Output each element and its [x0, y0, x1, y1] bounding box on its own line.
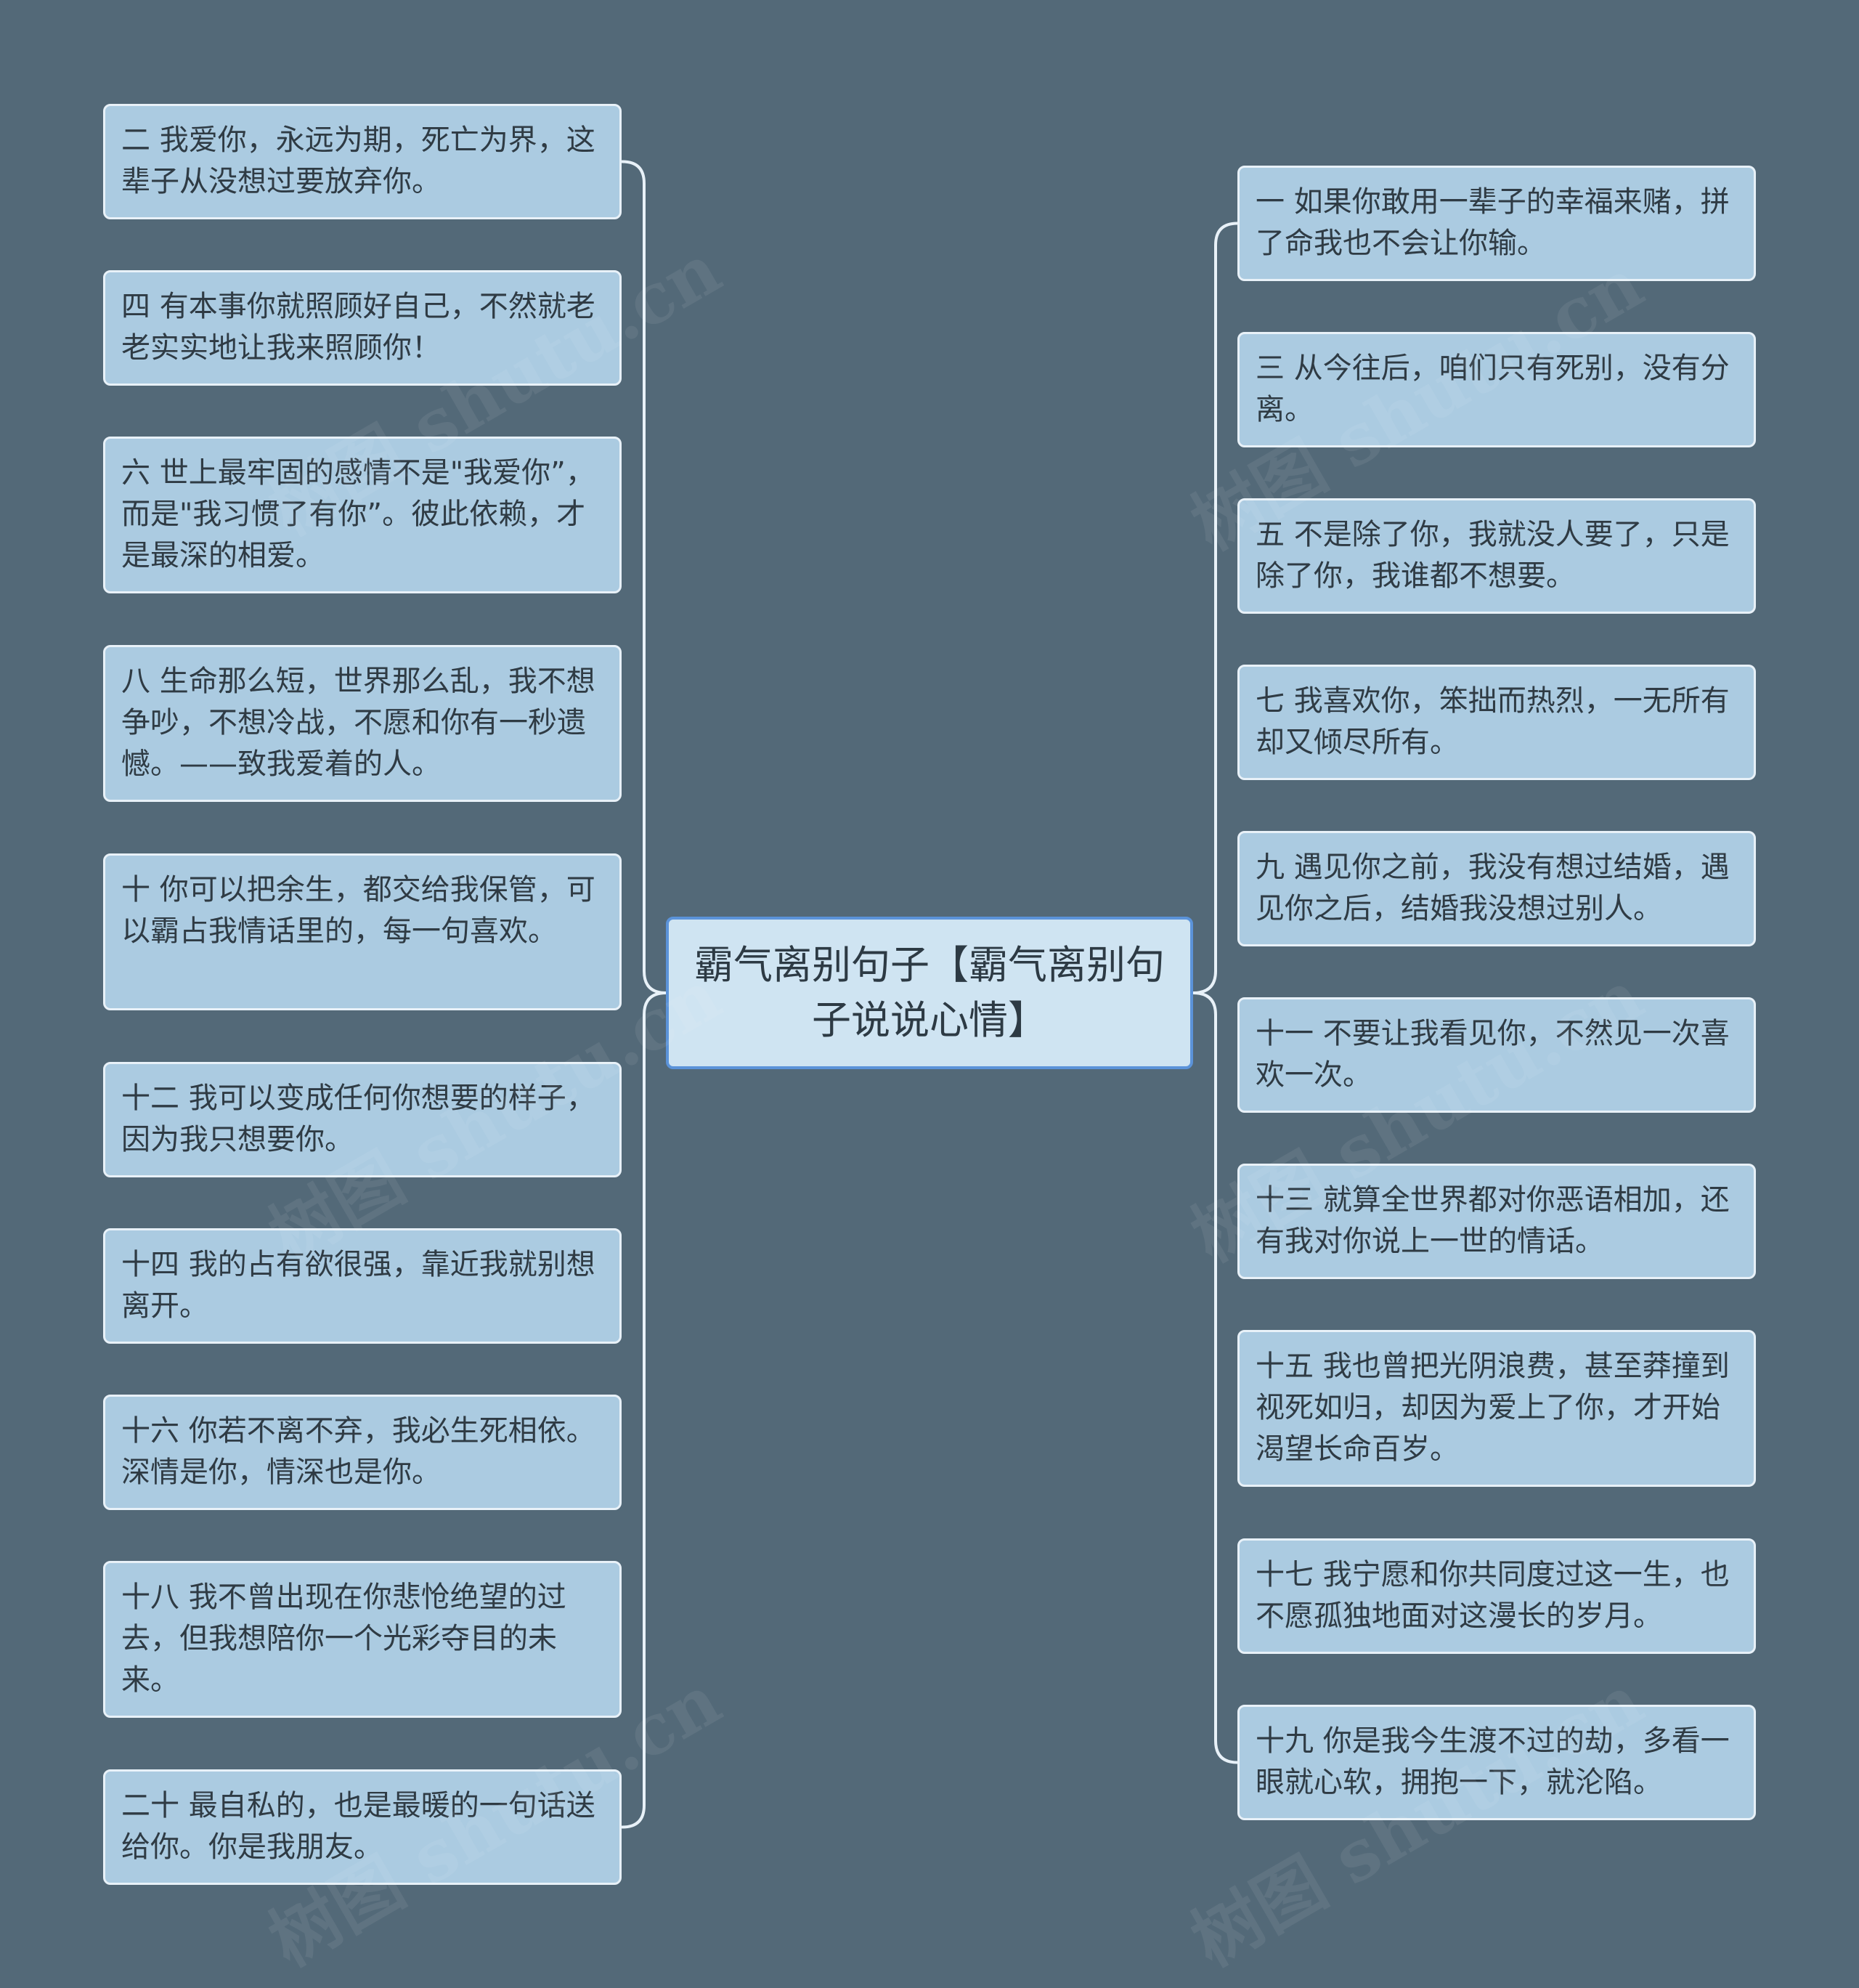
right-branch-label: 十九 你是我今生渡不过的劫，多看一眼就心软，拥抱一下，就沦陷。	[1256, 1724, 1730, 1799]
right-branch-label: 十七 我宁愿和你共同度过这一生，也不愿孤独地面对这漫长的岁月。	[1256, 1558, 1730, 1633]
left-branch-node[interactable]: 十六 你若不离不弃，我必生死相依。深情是你，情深也是你。	[103, 1395, 622, 1510]
right-branch-label: 一 如果你敢用一辈子的幸福来赌，拼了命我也不会让你输。	[1256, 185, 1730, 260]
right-branch-node[interactable]: 九 遇见你之前，我没有想过结婚，遇见你之后，结婚我没想过别人。	[1237, 831, 1756, 946]
right-branch-node[interactable]: 七 我喜欢你，笨拙而热烈，一无所有却又倾尽所有。	[1237, 665, 1756, 780]
central-topic-label: 霸气离别句子【霸气离别句子说说心情】	[694, 942, 1165, 1043]
left-bracket-upper	[621, 160, 667, 994]
left-branch-label: 十二 我可以变成任何你想要的样子，因为我只想要你。	[121, 1082, 595, 1156]
right-branch-label: 十三 就算全世界都对你恶语相加，还有我对你说上一世的情话。	[1256, 1183, 1730, 1258]
left-branch-node[interactable]: 十八 我不曾出现在你悲怆绝望的过去，但我想陪你一个光彩夺目的未来。	[103, 1561, 622, 1718]
left-branch-node[interactable]: 八 生命那么短，世界那么乱，我不想争吵，不想冷战，不愿和你有一秒遗憾。——致我爱…	[103, 645, 622, 802]
right-bracket-upper	[1192, 222, 1239, 994]
right-branch-label: 三 从今往后，咱们只有死别，没有分离。	[1256, 352, 1730, 426]
right-branch-node[interactable]: 一 如果你敢用一辈子的幸福来赌，拼了命我也不会让你输。	[1237, 166, 1756, 281]
right-branch-label: 九 遇见你之前，我没有想过结婚，遇见你之后，结婚我没想过别人。	[1256, 851, 1730, 925]
right-branch-label: 七 我喜欢你，笨拙而热烈，一无所有却又倾尽所有。	[1256, 684, 1730, 759]
right-branch-label: 五 不是除了你，我就没人要了，只是除了你，我谁都不想要。	[1256, 518, 1730, 593]
right-branch-label: 十五 我也曾把光阴浪费，甚至莽撞到视死如归，却因为爱上了你，才开始渴望长命百岁。	[1256, 1350, 1730, 1466]
left-branch-label: 二十 最自私的，也是最暖的一句话送给你。你是我朋友。	[121, 1789, 595, 1864]
left-branch-label: 十八 我不曾出现在你悲怆绝望的过去，但我想陪你一个光彩夺目的未来。	[121, 1581, 566, 1697]
left-branch-label: 十六 你若不离不弃，我必生死相依。深情是你，情深也是你。	[121, 1414, 595, 1489]
left-branch-node[interactable]: 十 你可以把余生，都交给我保管，可以霸占我情话里的，每一句喜欢。	[103, 853, 622, 1010]
left-branch-label: 十四 我的占有欲很强，靠近我就别想离开。	[121, 1248, 595, 1323]
left-branch-node[interactable]: 二十 最自私的，也是最暖的一句话送给你。你是我朋友。	[103, 1769, 622, 1885]
left-branch-label: 十 你可以把余生，都交给我保管，可以霸占我情话里的，每一句喜欢。	[121, 873, 595, 948]
left-branch-label: 六 世上最牢固的感情不是"我爱你”，而是"我习惯了有你”。彼此依赖，才是最深的相…	[121, 456, 595, 572]
right-branch-node[interactable]: 十七 我宁愿和你共同度过这一生，也不愿孤独地面对这漫长的岁月。	[1237, 1538, 1756, 1654]
right-branch-node[interactable]: 三 从今往后，咱们只有死别，没有分离。	[1237, 332, 1756, 447]
left-branch-node[interactable]: 六 世上最牢固的感情不是"我爱你”，而是"我习惯了有你”。彼此依赖，才是最深的相…	[103, 437, 622, 593]
left-branch-node[interactable]: 二 我爱你，永远为期，死亡为界，这辈子从没想过要放弃你。	[103, 104, 622, 219]
left-branch-label: 八 生命那么短，世界那么乱，我不想争吵，不想冷战，不愿和你有一秒遗憾。——致我爱…	[121, 665, 595, 781]
left-branch-node[interactable]: 十二 我可以变成任何你想要的样子，因为我只想要你。	[103, 1062, 622, 1177]
right-branch-node[interactable]: 十一 不要让我看见你，不然见一次喜欢一次。	[1237, 997, 1756, 1113]
right-branch-node[interactable]: 十五 我也曾把光阴浪费，甚至莽撞到视死如归，却因为爱上了你，才开始渴望长命百岁。	[1237, 1330, 1756, 1487]
right-branch-label: 十一 不要让我看见你，不然见一次喜欢一次。	[1256, 1017, 1730, 1092]
left-branch-node[interactable]: 四 有本事你就照顾好自己，不然就老老实实地让我来照顾你！	[103, 270, 622, 386]
left-bracket-lower	[621, 991, 667, 1829]
left-branch-node[interactable]: 十四 我的占有欲很强，靠近我就别想离开。	[103, 1228, 622, 1344]
left-branch-label: 四 有本事你就照顾好自己，不然就老老实实地让我来照顾你！	[121, 290, 595, 365]
central-topic[interactable]: 霸气离别句子【霸气离别句子说说心情】	[666, 917, 1193, 1069]
left-branch-label: 二 我爱你，永远为期，死亡为界，这辈子从没想过要放弃你。	[121, 123, 595, 198]
right-bracket-lower	[1192, 991, 1239, 1764]
right-branch-node[interactable]: 五 不是除了你，我就没人要了，只是除了你，我谁都不想要。	[1237, 498, 1756, 614]
right-branch-node[interactable]: 十三 就算全世界都对你恶语相加，还有我对你说上一世的情话。	[1237, 1164, 1756, 1279]
right-branch-node[interactable]: 十九 你是我今生渡不过的劫，多看一眼就心软，拥抱一下，就沦陷。	[1237, 1705, 1756, 1820]
